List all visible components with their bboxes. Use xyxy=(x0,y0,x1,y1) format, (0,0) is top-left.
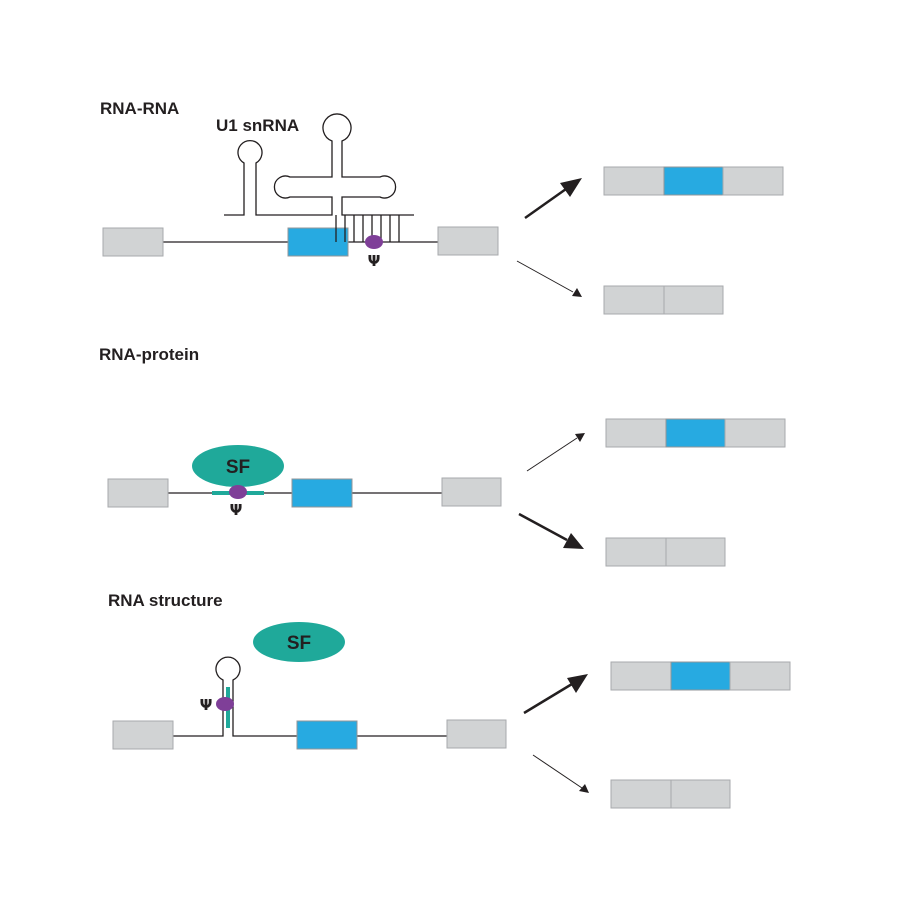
splicing-factor: SF xyxy=(253,622,345,662)
mrna-exon-inclusion xyxy=(603,166,784,196)
skipping-arrow xyxy=(516,260,582,297)
panel-title-rna-rna: RNA-RNA xyxy=(100,99,179,118)
pseudouridine-marker xyxy=(229,485,247,499)
stem-loop-intron xyxy=(173,656,297,737)
panel-rna-structure: RNA structure SF Ψ xyxy=(108,591,791,809)
snrna-backbone xyxy=(224,113,414,216)
pseudouridine-marker xyxy=(365,235,383,249)
pre-mrna-rna-protein xyxy=(107,477,502,508)
psi-label: Ψ xyxy=(200,696,213,714)
inclusion-arrow xyxy=(524,178,582,220)
mrna-exon-skipping xyxy=(603,285,724,315)
inclusion-arrow xyxy=(526,433,585,472)
alternative-exon xyxy=(291,478,353,508)
sf-label: SF xyxy=(287,633,311,654)
downstream-exon xyxy=(446,719,507,749)
upstream-exon xyxy=(102,227,164,257)
panel-rna-rna: RNA-RNA U1 snRNA Ψ xyxy=(100,99,784,315)
panel-rna-protein: RNA-protein SF Ψ xyxy=(99,345,786,567)
snrna-label: U1 snRNA xyxy=(216,116,299,135)
pre-mrna-rna-structure xyxy=(112,656,507,750)
downstream-exon xyxy=(441,477,502,507)
splicing-factor: SF xyxy=(192,445,284,487)
mrna-exon-skipping xyxy=(610,779,731,809)
alternative-exon xyxy=(296,720,358,750)
psi-label: Ψ xyxy=(368,252,381,270)
downstream-exon xyxy=(437,226,499,256)
psi-label: Ψ xyxy=(230,501,243,519)
upstream-exon xyxy=(107,478,169,508)
panel-title-rna-protein: RNA-protein xyxy=(99,345,199,364)
pseudouridine-marker xyxy=(216,697,234,711)
sf-protein-shape xyxy=(192,445,284,487)
mrna-exon-inclusion xyxy=(605,418,786,448)
pre-mrna-rna-rna xyxy=(102,226,499,257)
sf-protein-shape xyxy=(253,622,345,662)
alternative-exon xyxy=(287,227,349,257)
sf-label: SF xyxy=(226,457,250,478)
upstream-exon xyxy=(112,720,174,750)
mrna-exon-skipping xyxy=(605,537,726,567)
skipping-arrow xyxy=(518,512,584,549)
mrna-exon-inclusion xyxy=(610,661,791,691)
panel-title-rna-structure: RNA structure xyxy=(108,591,223,610)
inclusion-arrow xyxy=(523,674,588,715)
skipping-arrow xyxy=(532,754,589,793)
u1-snrna-structure xyxy=(224,113,414,242)
